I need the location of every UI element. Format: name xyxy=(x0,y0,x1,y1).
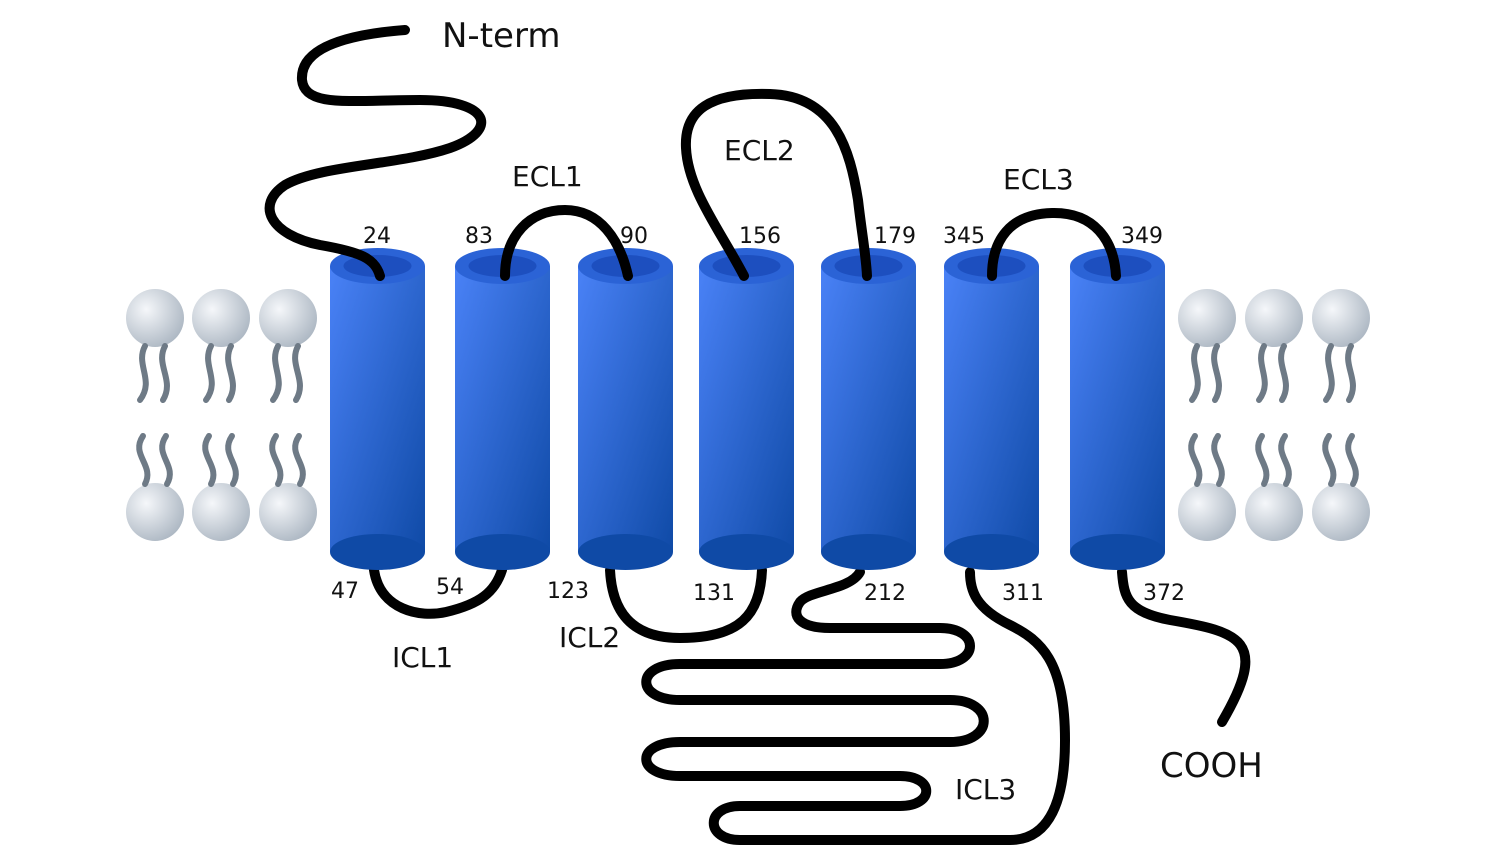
icl3-label: ICL3 xyxy=(955,773,1016,806)
ecl2-loop xyxy=(680,88,872,281)
helix-tm1 xyxy=(330,248,425,570)
residue-label: 90 xyxy=(620,224,648,249)
helix-tm6 xyxy=(944,248,1039,570)
lipid-lower-left-3 xyxy=(259,433,317,541)
lipid-upper-left-3 xyxy=(259,289,317,403)
helix-tm7 xyxy=(1070,248,1165,570)
residue-label: 54 xyxy=(436,575,464,600)
residue-label: 345 xyxy=(943,224,985,249)
ecl1-loop xyxy=(500,205,633,281)
residue-label: 372 xyxy=(1143,581,1185,606)
residue-label: 179 xyxy=(874,224,916,249)
residue-label: 156 xyxy=(739,224,781,249)
lipid-upper-right-2 xyxy=(1245,289,1303,403)
residue-label: 131 xyxy=(693,581,735,606)
c-terminal-tail xyxy=(1117,567,1251,727)
residue-label: 349 xyxy=(1121,224,1163,249)
residue-label: 47 xyxy=(331,579,359,604)
lipid-upper-right-3 xyxy=(1312,289,1370,403)
helix-tm3 xyxy=(578,248,673,570)
lipid-upper-right-1 xyxy=(1178,289,1236,403)
lipid-lower-right-2 xyxy=(1245,433,1303,541)
residue-label: 83 xyxy=(465,224,493,249)
icl2-label: ICL2 xyxy=(559,621,620,654)
ecl1-label: ECL1 xyxy=(512,160,583,193)
lipid-upper-left-1 xyxy=(126,289,184,403)
icl1-loop xyxy=(369,565,507,619)
residue-label: 212 xyxy=(864,581,906,606)
n-term-label: N-term xyxy=(442,16,560,56)
lipid-bilayer-right xyxy=(1178,289,1370,541)
lipid-lower-right-1 xyxy=(1178,433,1236,541)
lipid-lower-left-1 xyxy=(126,433,184,541)
residue-label: 123 xyxy=(547,579,589,604)
ecl3-label: ECL3 xyxy=(1003,163,1074,196)
n-terminal-tail xyxy=(264,25,487,281)
lipid-bilayer-left xyxy=(126,289,317,541)
ecl3-loop xyxy=(987,207,1121,281)
icl3-loop xyxy=(641,567,1070,845)
tm-helices xyxy=(330,248,1165,570)
helix-tm5 xyxy=(821,248,916,570)
cooh-label: COOH xyxy=(1160,746,1263,786)
residue-label: 24 xyxy=(363,224,391,249)
lipid-upper-left-2 xyxy=(192,289,250,403)
helix-tm2 xyxy=(455,248,550,570)
icl2-loop xyxy=(605,565,767,643)
icl1-label: ICL1 xyxy=(392,641,453,674)
helix-tm4 xyxy=(699,248,794,570)
lipid-lower-right-3 xyxy=(1312,433,1370,541)
residue-label: 311 xyxy=(1002,581,1044,606)
ecl2-label: ECL2 xyxy=(724,134,795,167)
lipid-lower-left-2 xyxy=(192,433,250,541)
